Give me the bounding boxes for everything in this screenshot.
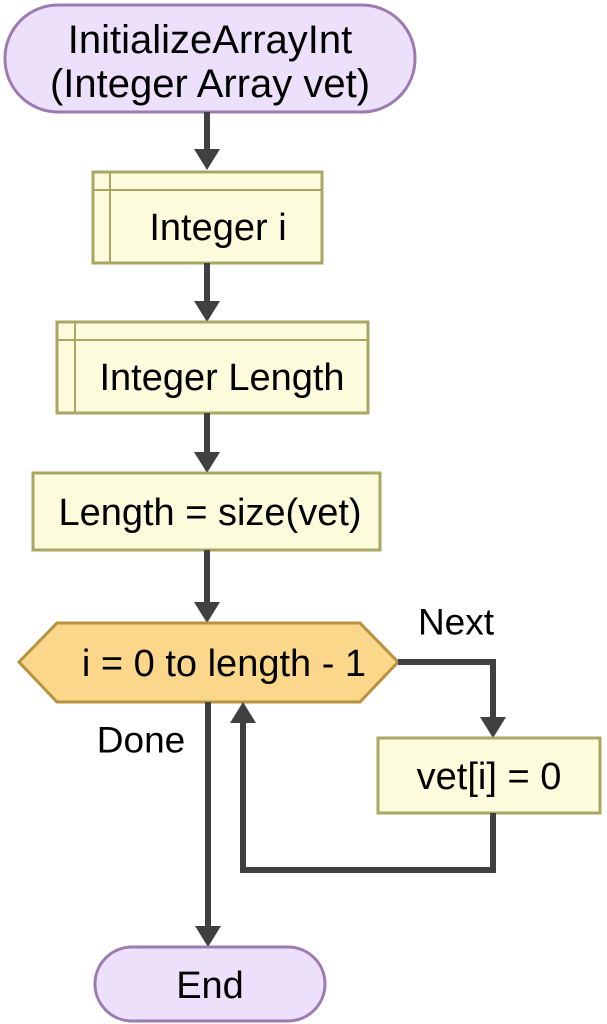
assign-length-node: Length = size(vet) [31, 471, 382, 552]
declare-length-node: Integer Length [55, 320, 370, 415]
declare-i-label: Integer i [149, 207, 286, 249]
end-label: End [176, 965, 244, 1007]
start-label-line2: (Integer Array vet) [50, 62, 370, 106]
start-label-line1: InitializeArrayInt [68, 18, 353, 62]
edge-start-to-declare-i [194, 112, 220, 170]
edge-declare-length-to-assign-length [194, 413, 220, 473]
done-edge-label: Done [97, 720, 185, 761]
assign-vet-shape [376, 736, 602, 815]
assign-length-label: Length = size(vet) [58, 492, 361, 534]
declare-length-shape [55, 320, 370, 415]
edge-assign-length-to-for-loop [194, 550, 220, 623]
for-loop-label: i = 0 to length - 1 [82, 643, 366, 685]
declare-length-label: Integer Length [99, 357, 344, 399]
start-terminator-node: InitializeArrayInt (Integer Array vet) [3, 3, 417, 114]
assign-vet-label: vet[i] = 0 [417, 756, 562, 798]
declare-i-shape [91, 170, 324, 265]
edge-for-loop-to-assign-vet [398, 659, 506, 738]
assign-vet-node: vet[i] = 0 [376, 736, 602, 815]
arrowhead-down-icon [480, 717, 506, 738]
arrowhead-down-icon [195, 926, 221, 947]
arrowhead-down-icon [194, 452, 220, 473]
end-terminator-node: End [93, 945, 327, 1023]
edge-line [240, 723, 496, 873]
edge-declare-i-to-declare-length [194, 263, 220, 322]
arrowhead-down-icon [194, 602, 220, 623]
edge-assign-vet-loopback-to-for-loop [230, 702, 496, 873]
arrowhead-down-icon [194, 149, 220, 170]
for-loop-hexagon-node: i = 0 to length - 1 [16, 621, 401, 704]
declare-i-node: Integer i [91, 170, 324, 265]
edge-line [398, 659, 496, 717]
edge-for-loop-to-end [195, 702, 221, 947]
arrowhead-up-icon [230, 702, 256, 723]
end-terminator-shape [93, 945, 327, 1023]
next-edge-label: Next [418, 602, 495, 643]
arrowhead-down-icon [194, 301, 220, 322]
